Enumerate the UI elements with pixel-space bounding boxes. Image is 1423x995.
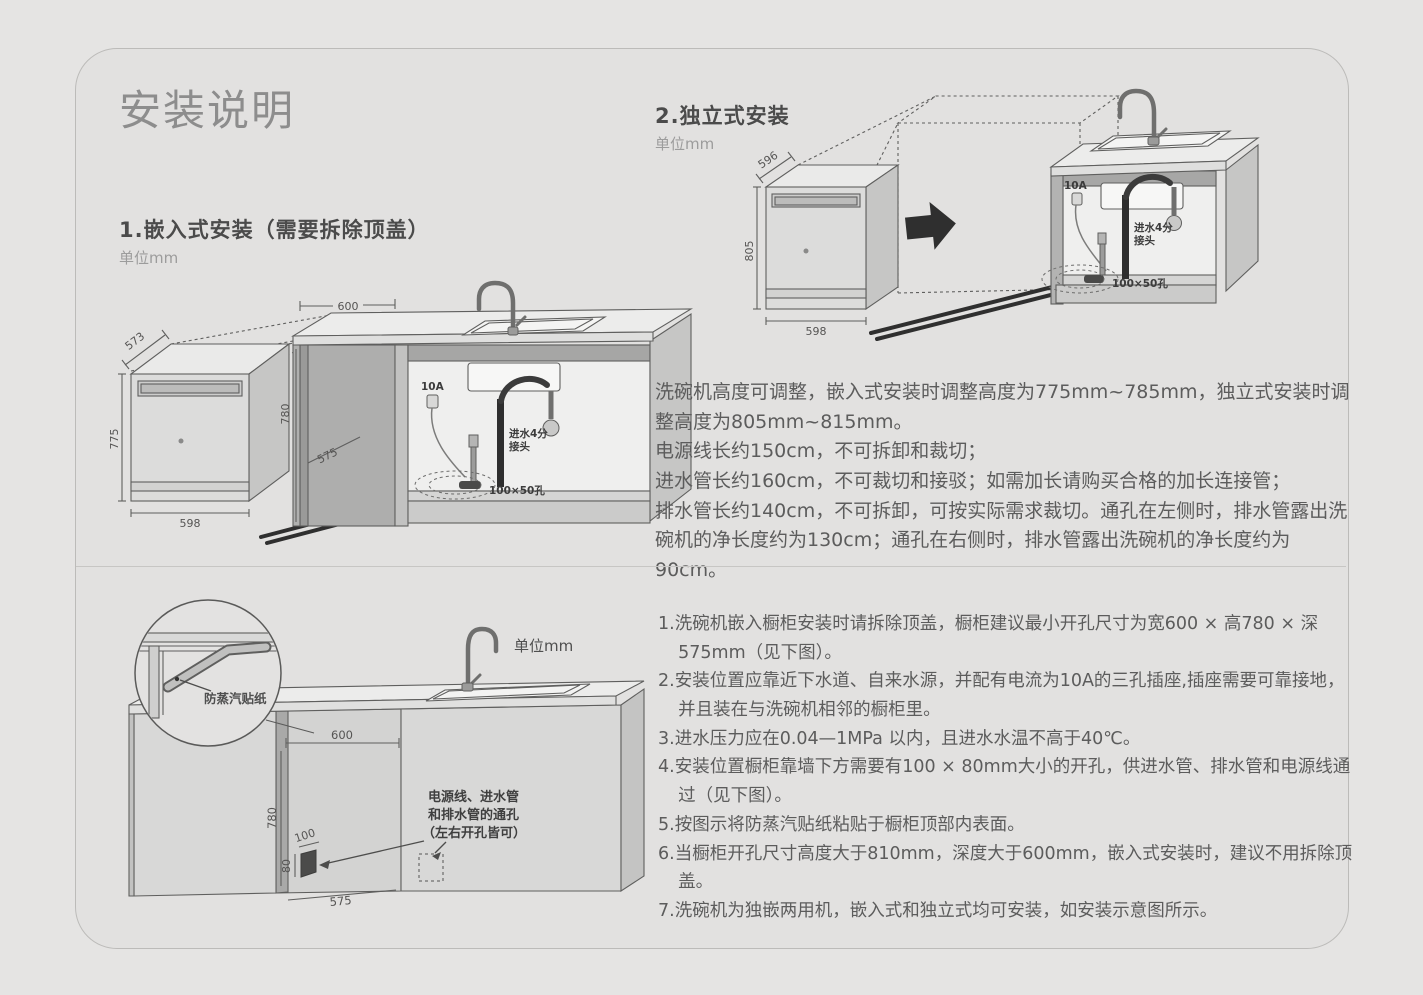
install-note-5: 5.按图示将防蒸汽贴纸粘贴于橱柜顶部内表面。 xyxy=(658,814,1025,835)
floor-hole-label: 100×50孔 xyxy=(489,484,545,497)
sink xyxy=(461,316,607,336)
power-cord xyxy=(430,407,466,478)
diagram-cutout: 600 780 100 80 575 电源线、进水管 和排水管的通孔 （左右开孔… xyxy=(128,599,645,909)
cutout-circle: 防蒸汽贴纸 xyxy=(134,599,282,747)
dishwasher-dimensions xyxy=(753,151,867,325)
height-notes: 洗碗机高度可调整，嵌入式安装时调整高度为775mm~785mm，独立式安装时调整… xyxy=(655,378,1353,585)
install-note-7: 7.洗碗机为独嵌两用机，嵌入式和独立式均可安装，如安装示意图所示。 xyxy=(658,900,1218,921)
dishwasher-dimensions xyxy=(118,329,250,517)
page-title: 安装说明 xyxy=(119,86,296,135)
section-freestanding-heading: 2.独立式安装 xyxy=(655,104,790,128)
inlet-label-line1: 进水4分 xyxy=(1134,221,1173,234)
socket-label: 10A xyxy=(421,381,445,393)
brand-logo-dot xyxy=(803,248,809,254)
diagram-embedded: 775 573 598 xyxy=(108,280,694,545)
inset-connector xyxy=(265,719,315,734)
hole-note-line3: （左右开孔皆可） xyxy=(422,825,526,841)
sink-cabinet xyxy=(1049,130,1260,305)
inlet-valve xyxy=(1097,232,1107,245)
dim-dishwasher-bottom-width: 598 xyxy=(806,325,827,338)
section-embedded-unit: 单位mm xyxy=(119,249,179,267)
dim-opening-height: 780 xyxy=(279,404,292,425)
dim-dishwasher-height: 805 xyxy=(743,241,756,262)
dim-dishwasher-bottom-width: 598 xyxy=(180,517,201,530)
cutout-dimensions xyxy=(280,738,400,901)
inlet-pipe xyxy=(1122,195,1129,279)
dim-opening-width: 600 xyxy=(331,728,353,742)
section-divider xyxy=(76,566,1346,567)
install-note-2: 2.安装位置应靠近下水道、自来水源，并配有电流为10A的三孔插座,插座需要可靠接… xyxy=(658,671,1345,721)
install-note-3: 3.进水压力应在0.04—1MPa 以内，且进水水温不高于40℃。 xyxy=(658,728,1141,749)
install-notes: 1.洗碗机嵌入橱柜安装时请拆除顶盖，橱柜建议最小开孔尺寸为宽600 × 高780… xyxy=(658,610,1358,926)
power-plug xyxy=(426,394,439,409)
install-note-4: 4.安装位置橱柜靠墙下方需要有100 × 80mm大小的开孔，供进水管、排水管和… xyxy=(658,757,1351,807)
page-card: 安装说明 2.独立式安装 单位mm 1.嵌入式安装（需要拆除顶盖） 单位mm xyxy=(75,48,1352,949)
right-hole-dashed xyxy=(418,853,444,882)
cabinet xyxy=(290,308,694,527)
faucet xyxy=(476,280,527,336)
dishwasher xyxy=(129,342,291,503)
height-note-p1: 洗碗机高度可调整，嵌入式安装时调整高度为775mm~785mm，独立式安装时调整… xyxy=(655,381,1350,433)
inlet-label-line2: 接头 xyxy=(1134,234,1156,247)
sticker-label: 防蒸汽贴纸 xyxy=(204,691,267,706)
hole-note-line2: 和排水管的通孔 xyxy=(428,807,519,823)
cabinet-run xyxy=(128,680,645,897)
plumbing xyxy=(414,375,560,500)
install-note-1: 1.洗碗机嵌入橱柜安装时请拆除顶盖，橱柜建议最小开孔尺寸为宽600 × 高780… xyxy=(658,614,1319,663)
dim-opening-height: 780 xyxy=(265,807,279,829)
floor-hole-label: 100×50孔 xyxy=(1112,277,1168,290)
left-hole xyxy=(300,849,317,878)
floor-hole xyxy=(459,481,481,489)
dim-hole-width: 100 xyxy=(293,826,317,845)
cabinet-opening xyxy=(299,344,396,527)
inlet-hose xyxy=(498,375,550,404)
inlet-pipe xyxy=(497,399,504,487)
sink-basin xyxy=(467,362,561,392)
dim-dishwasher-height: 775 xyxy=(108,429,121,450)
inlet-valve xyxy=(468,434,479,448)
sink xyxy=(425,683,591,702)
brand-logo-dot xyxy=(178,438,184,444)
dim-dishwasher-top-width: 596 xyxy=(756,149,781,172)
sink xyxy=(1089,130,1232,152)
cutout-unit-label: 单位mm xyxy=(514,637,573,655)
sink-basin xyxy=(1100,182,1184,210)
diagram-freestanding: 805 596 598 xyxy=(743,88,1260,341)
hole-note-line1: 电源线、进水管 xyxy=(428,789,519,805)
direction-arrow xyxy=(904,202,956,250)
socket-label: 10A xyxy=(1064,180,1088,192)
inlet-label-line1: 进水4分 xyxy=(509,427,548,440)
height-note-p2: 电源线长约150cm，不可拆卸和裁切； xyxy=(655,440,987,463)
dim-opening-depth: 575 xyxy=(329,893,352,909)
dim-dishwasher-top-width: 573 xyxy=(123,330,148,353)
dim-opening-width: 600 xyxy=(338,300,359,313)
faucet xyxy=(461,626,499,692)
plumbing xyxy=(1041,173,1182,294)
cabinet-dimensions xyxy=(295,299,396,522)
section-freestanding-unit: 单位mm xyxy=(655,135,715,153)
faucet xyxy=(1117,88,1168,146)
dim-hole-height: 80 xyxy=(280,859,293,873)
inlet-hose xyxy=(1123,173,1173,200)
note-arrows xyxy=(319,840,447,869)
power-plug xyxy=(1071,192,1083,206)
height-note-p3: 进水管长约160cm，不可裁切和接驳；如需加长请购买合格的加长连接管； xyxy=(655,469,1291,492)
install-note-6: 6.当橱柜开孔尺寸高度大于810mm，深度大于600mm，嵌入式安装时，建议不用… xyxy=(658,843,1353,893)
height-note-p4: 排水管长约140cm，不可拆卸，可按实际需求裁切。通孔在左侧时，排水管露出洗碗机… xyxy=(655,499,1348,581)
floor-hole xyxy=(1084,275,1104,283)
section-embedded-heading: 1.嵌入式安装（需要拆除顶盖） xyxy=(119,218,430,242)
inlet-label-line2: 接头 xyxy=(509,440,530,453)
dishwasher xyxy=(764,163,900,311)
